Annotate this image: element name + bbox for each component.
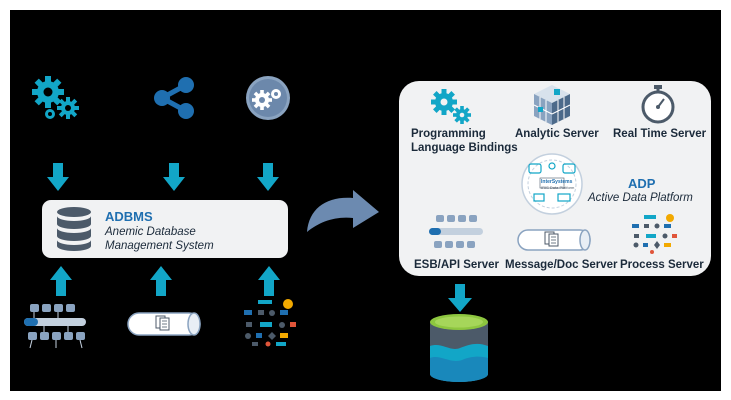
share-icon	[154, 77, 194, 119]
document-pipe-icon	[127, 312, 201, 336]
esb-api-icon	[429, 215, 483, 248]
process-server-label: Process Server	[620, 259, 704, 271]
esb-flow-icon	[24, 304, 86, 349]
programming-gears-icon	[431, 89, 471, 124]
logo-text-line2: IRIS Data Platform	[541, 185, 575, 190]
logo-text-line1: InterSystems	[541, 179, 573, 185]
process-dots-icon	[244, 299, 296, 347]
adbms-title: ADBMS	[105, 209, 153, 224]
analytic-cube-icon	[533, 85, 571, 125]
arrow-down-icon	[257, 163, 279, 191]
arrow-up-icon	[50, 266, 72, 296]
curved-arrow-icon	[307, 190, 379, 232]
esb-server-label: ESB/API Server	[414, 259, 500, 271]
arrow-down-icon	[163, 163, 185, 191]
arrow-up-icon	[150, 266, 172, 296]
message-doc-icon	[517, 229, 591, 251]
message-doc-server-label: Message/Doc Server	[505, 259, 618, 271]
arrow-down-icon	[448, 284, 472, 312]
gears-icon	[32, 76, 79, 119]
adp-title: ADP	[628, 176, 656, 191]
storage-cylinder-icon	[430, 314, 488, 382]
arrow-up-icon	[258, 266, 280, 296]
programming-label-line1: Programming	[411, 128, 486, 140]
process-server-icon	[632, 214, 677, 254]
arrow-down-icon	[47, 163, 69, 191]
etl-gear-icon	[246, 76, 290, 120]
adp-subtitle: Active Data Platform	[588, 192, 693, 204]
iris-platform-logo-icon	[521, 153, 583, 215]
database-icon	[57, 207, 91, 251]
stopwatch-icon	[641, 85, 675, 124]
realtime-server-label: Real Time Server	[613, 128, 707, 140]
analytic-server-label: Analytic Server	[515, 128, 599, 140]
adbms-subtitle-line2: Management System	[105, 240, 214, 252]
adbms-subtitle-line1: Anemic Database	[105, 226, 196, 238]
programming-label-line2: Language Bindings	[411, 142, 518, 154]
